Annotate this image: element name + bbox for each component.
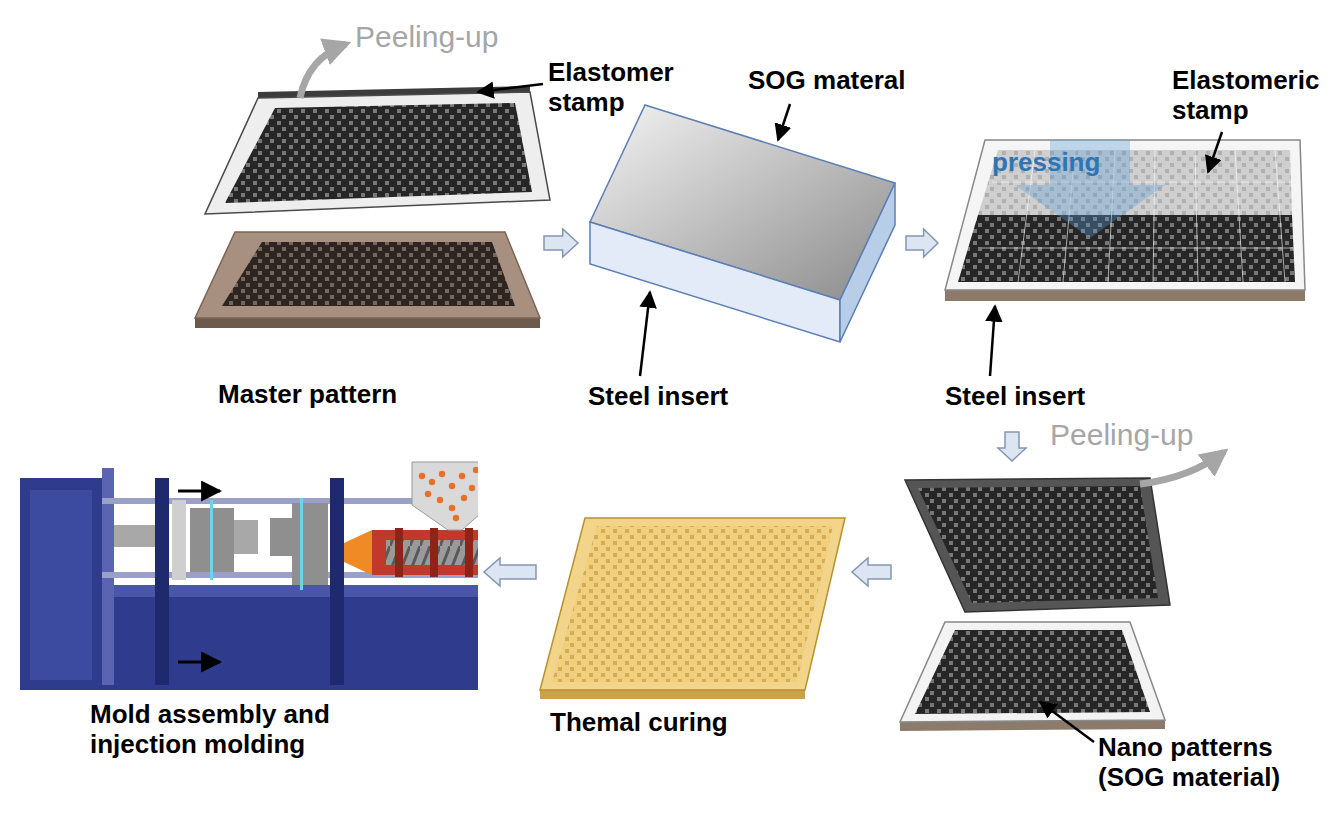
injection-molding-machine [459, 473, 465, 479]
injection-molding-machine [437, 497, 443, 503]
leader-line [640, 104, 790, 376]
part-label: SOG materal [748, 66, 948, 96]
label-anchor: SOG materal [748, 66, 948, 96]
peeled-stamp [905, 478, 1170, 612]
injection-molding-machine [155, 478, 169, 685]
leader-line [990, 132, 1222, 376]
master-pattern-plate [195, 232, 540, 318]
stage-panel: Steel insert [582, 100, 902, 420]
process-arrow [906, 229, 938, 257]
leader-line [990, 306, 995, 376]
leader-line [778, 104, 790, 140]
injection-molding-machine [20, 478, 102, 690]
injection-molding-machine [419, 473, 425, 479]
injection-molding-machine [430, 528, 438, 577]
stage-panel: Nano patterns (SOG material) [895, 465, 1317, 810]
stage-caption: Nano patterns (SOG material) [1098, 733, 1313, 793]
injection-molding-machine [453, 515, 459, 521]
leader-line [1040, 702, 1094, 742]
pressing-assembly [945, 140, 1305, 290]
injection-molding-machine [419, 467, 478, 521]
stage-panel: Steel insert [942, 60, 1312, 428]
part-label: Elastomeric stamp [1172, 66, 1330, 126]
label-anchor: Elastomeric stamp [1172, 66, 1330, 126]
cured-insert-plate [540, 690, 805, 699]
peeled-stamp [918, 486, 1158, 603]
injection-molding-machine [425, 491, 431, 497]
action-label: Peeling-up [355, 20, 555, 55]
injection-molding-machine [30, 490, 92, 680]
process-arrow [484, 558, 536, 586]
stage-panel: Master pattern [190, 200, 540, 420]
injection-molding-machine [300, 498, 303, 590]
leader-line [640, 292, 650, 376]
peeling-arrow [1140, 452, 1224, 484]
process-arrow [998, 432, 1026, 461]
leader-line [478, 84, 543, 92]
injection-molding-machine [330, 478, 344, 685]
cured-insert-plate [540, 518, 845, 690]
master-pattern-plate [195, 232, 540, 328]
stage-caption: Steel insert [588, 382, 848, 412]
injection-molding-machine [469, 485, 475, 491]
label-anchor: Elastomer stamp [548, 58, 718, 118]
stage-panel: Mold assembly and injection molding [10, 455, 480, 800]
nano-pattern-plate [900, 622, 1165, 731]
injection-molding-machine [465, 528, 473, 577]
master-pattern-plate [222, 242, 515, 306]
injection-molding-machine [449, 505, 455, 511]
peeling-arrow [300, 44, 346, 98]
injection-molding-machine [344, 530, 372, 575]
label-anchor: Peeling-up [1050, 418, 1250, 453]
steel-insert-block [590, 105, 895, 342]
process-arrow [852, 558, 891, 586]
cured-insert-plate [540, 518, 845, 699]
steel-insert-block [840, 183, 895, 342]
peeling-arrow [300, 44, 346, 98]
master-pattern-plate [195, 318, 540, 328]
injection-molding-machine [449, 483, 455, 489]
process-arrow [544, 229, 578, 257]
stage-caption: Themal curing [550, 708, 830, 738]
steel-insert-block [590, 222, 840, 342]
action-label: pressing [992, 148, 1132, 178]
part-label: Elastomer stamp [548, 58, 718, 118]
stage-panel: Themal curing [540, 505, 848, 755]
injection-molding-machine [270, 503, 328, 585]
leader-line [1208, 132, 1222, 172]
injection-molding-machine [461, 495, 467, 501]
peeled-stamp [905, 478, 1170, 612]
leader-line [1040, 702, 1094, 742]
cured-insert-plate [552, 526, 833, 682]
injection-molding-machine [372, 530, 478, 575]
label-anchor: pressing [992, 148, 1132, 178]
label-anchor: Peeling-up [355, 20, 555, 55]
nano-pattern-plate [900, 622, 1165, 722]
stage-caption: Steel insert [945, 382, 1205, 412]
injection-molding-machine [395, 528, 403, 577]
injection-molding-machine [439, 471, 445, 477]
action-label: Peeling-up [1050, 418, 1250, 453]
pressing-assembly [945, 140, 1305, 301]
injection-molding-machine [178, 661, 220, 664]
injection-molding-machine [234, 520, 258, 554]
injection-molding-machine [412, 462, 478, 530]
stage-caption: Mold assembly and injection molding [90, 700, 410, 760]
pressing-assembly [945, 290, 1305, 301]
injection-molding-machine [473, 467, 478, 473]
injection-molding-machine [178, 490, 220, 493]
elastomer-stamp-drawing [205, 86, 550, 214]
injection-molding-machine [429, 479, 435, 485]
leader-line [478, 84, 543, 92]
injection-molding-machine [20, 462, 478, 690]
injection-molding-machine [210, 500, 213, 580]
peeling-arrow [1140, 452, 1224, 484]
injection-molding-machine [172, 500, 186, 580]
elastomer-stamp-drawing [225, 103, 532, 203]
elastomer-stamp-drawing [205, 92, 550, 214]
stage-caption: Master pattern [218, 380, 518, 410]
injection-molding-machine [114, 525, 159, 547]
nano-pattern-plate [915, 630, 1150, 714]
